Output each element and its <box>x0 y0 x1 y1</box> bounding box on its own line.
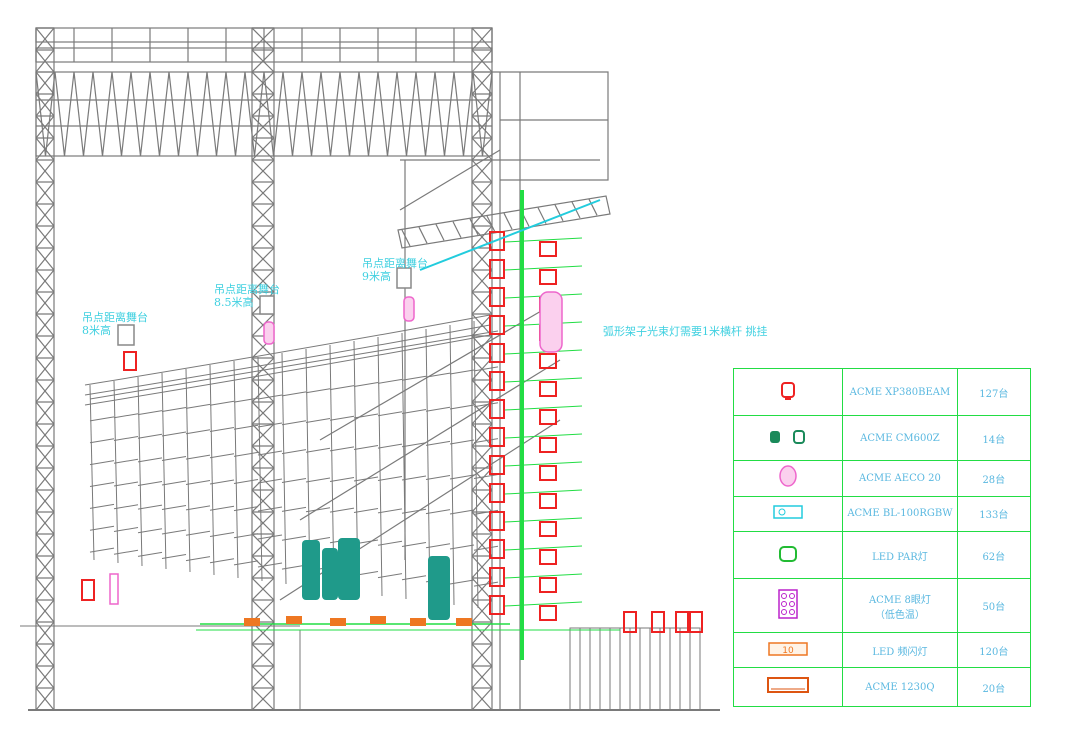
legend-fixture-count: 133台 <box>956 495 1032 533</box>
arc-truss-note: 弧形架子光束灯需要1米横杆 挑挂 <box>603 325 768 338</box>
stage-figures <box>302 538 450 620</box>
hoist-note-2-line2: 8.5米高 <box>214 296 254 309</box>
tower-right <box>471 27 493 711</box>
legend-fixture-name-text: ACME BL-100RGBW <box>847 508 953 520</box>
floor-fixtures <box>244 611 703 633</box>
legend-fixture-name: ACME 1230Q <box>842 667 958 707</box>
legend-icon-cell <box>732 460 844 497</box>
legend-row: ACME 1230Q 20台 <box>732 667 1032 707</box>
roof-truss <box>35 27 493 157</box>
profile-fixture-icon <box>778 464 798 493</box>
legend-fixture-name: ACME AECO 20 <box>842 460 958 497</box>
legend-icon-cell <box>732 578 844 633</box>
legend-fixture-name-text: ACME 8眼灯 <box>868 594 931 606</box>
legend-fixture-name: LED PAR灯 <box>842 531 958 580</box>
hoist-note-2: 吊点距离舞台 8.5米高 <box>214 283 280 309</box>
legend-icon-cell <box>732 667 844 707</box>
hoist-note-3-line1: 吊点距离舞台 <box>362 257 428 270</box>
legend-fixture-name-text: ACME 1230Q <box>865 681 935 693</box>
strobe-light-icon: 10 <box>768 641 808 659</box>
legend-row: ACME CM600Z 14台 <box>732 415 1032 462</box>
hoist-points <box>117 267 412 346</box>
legend-fixture-name-sub: （低色温） <box>874 609 925 621</box>
legend-icon-cell <box>732 495 844 533</box>
hanging-fixtures <box>123 296 415 371</box>
fixture-column <box>419 190 601 660</box>
legend-fixture-name: ACME 8眼灯 （低色温） <box>842 578 958 633</box>
legend-fixture-count: 20台 <box>956 667 1032 707</box>
side-fixtures <box>81 573 119 605</box>
legend-fixture-name-text: LED PAR灯 <box>872 551 928 563</box>
legend-row: ACME AECO 20 28台 <box>732 460 1032 497</box>
svg-text:10: 10 <box>782 646 794 656</box>
eight-eye-light-icon <box>778 589 798 622</box>
legend-fixture-name-text: ACME AECO 20 <box>858 472 941 484</box>
side-stage-block <box>569 627 701 711</box>
legend-fixture-count: 127台 <box>956 367 1032 417</box>
legend-fixture-count: 120台 <box>956 631 1032 669</box>
wash-fixture-icon <box>768 429 808 448</box>
strobe-1230q-icon <box>767 676 810 698</box>
legend-fixture-count: 62台 <box>956 531 1032 580</box>
legend-fixture-count: 14台 <box>956 415 1032 462</box>
tower-left <box>35 27 55 711</box>
legend-row: 10 LED 频闪灯 120台 <box>732 631 1032 669</box>
legend-row: LED PAR灯 62台 <box>732 531 1032 580</box>
legend-fixture-count: 28台 <box>956 460 1032 497</box>
legend-fixture-name-text: ACME CM600Z <box>860 432 940 444</box>
legend-fixture-count: 50台 <box>956 578 1032 633</box>
legend-row: ACME XP380BEAM 127台 <box>732 367 1032 417</box>
legend-icon-cell: 10 <box>732 631 844 669</box>
legend-fixture-name: ACME BL-100RGBW <box>842 495 958 533</box>
par-light-icon <box>778 545 798 566</box>
hoist-note-1-line2: 8米高 <box>82 324 111 337</box>
beam-fixture-icon <box>780 381 796 404</box>
angled-truss <box>397 195 611 249</box>
led-bar-icon <box>773 505 803 522</box>
hoist-note-2-line1: 吊点距离舞台 <box>214 283 280 296</box>
legend-fixture-name: ACME XP380BEAM <box>842 367 958 417</box>
legend-icon-cell <box>732 531 844 580</box>
legend-fixture-name-text: LED 频闪灯 <box>872 646 928 658</box>
hoist-note-1: 吊点距离舞台 8米高 <box>82 311 148 337</box>
legend-fixture-name-text: ACME XP380BEAM <box>849 386 951 398</box>
stage-platform <box>20 623 620 711</box>
hoist-note-3-line2: 9米高 <box>362 270 391 283</box>
legend-row: ACME 8眼灯 （低色温） 50台 <box>732 578 1032 633</box>
hoist-note-3: 吊点距离舞台 9米高 <box>362 257 428 283</box>
hoist-note-1-line1: 吊点距离舞台 <box>82 311 148 324</box>
legend-fixture-name: ACME CM600Z <box>842 415 958 462</box>
legend-icon-cell <box>732 415 844 462</box>
legend-icon-cell <box>732 367 844 417</box>
legend-fixture-name: LED 频闪灯 <box>842 631 958 669</box>
